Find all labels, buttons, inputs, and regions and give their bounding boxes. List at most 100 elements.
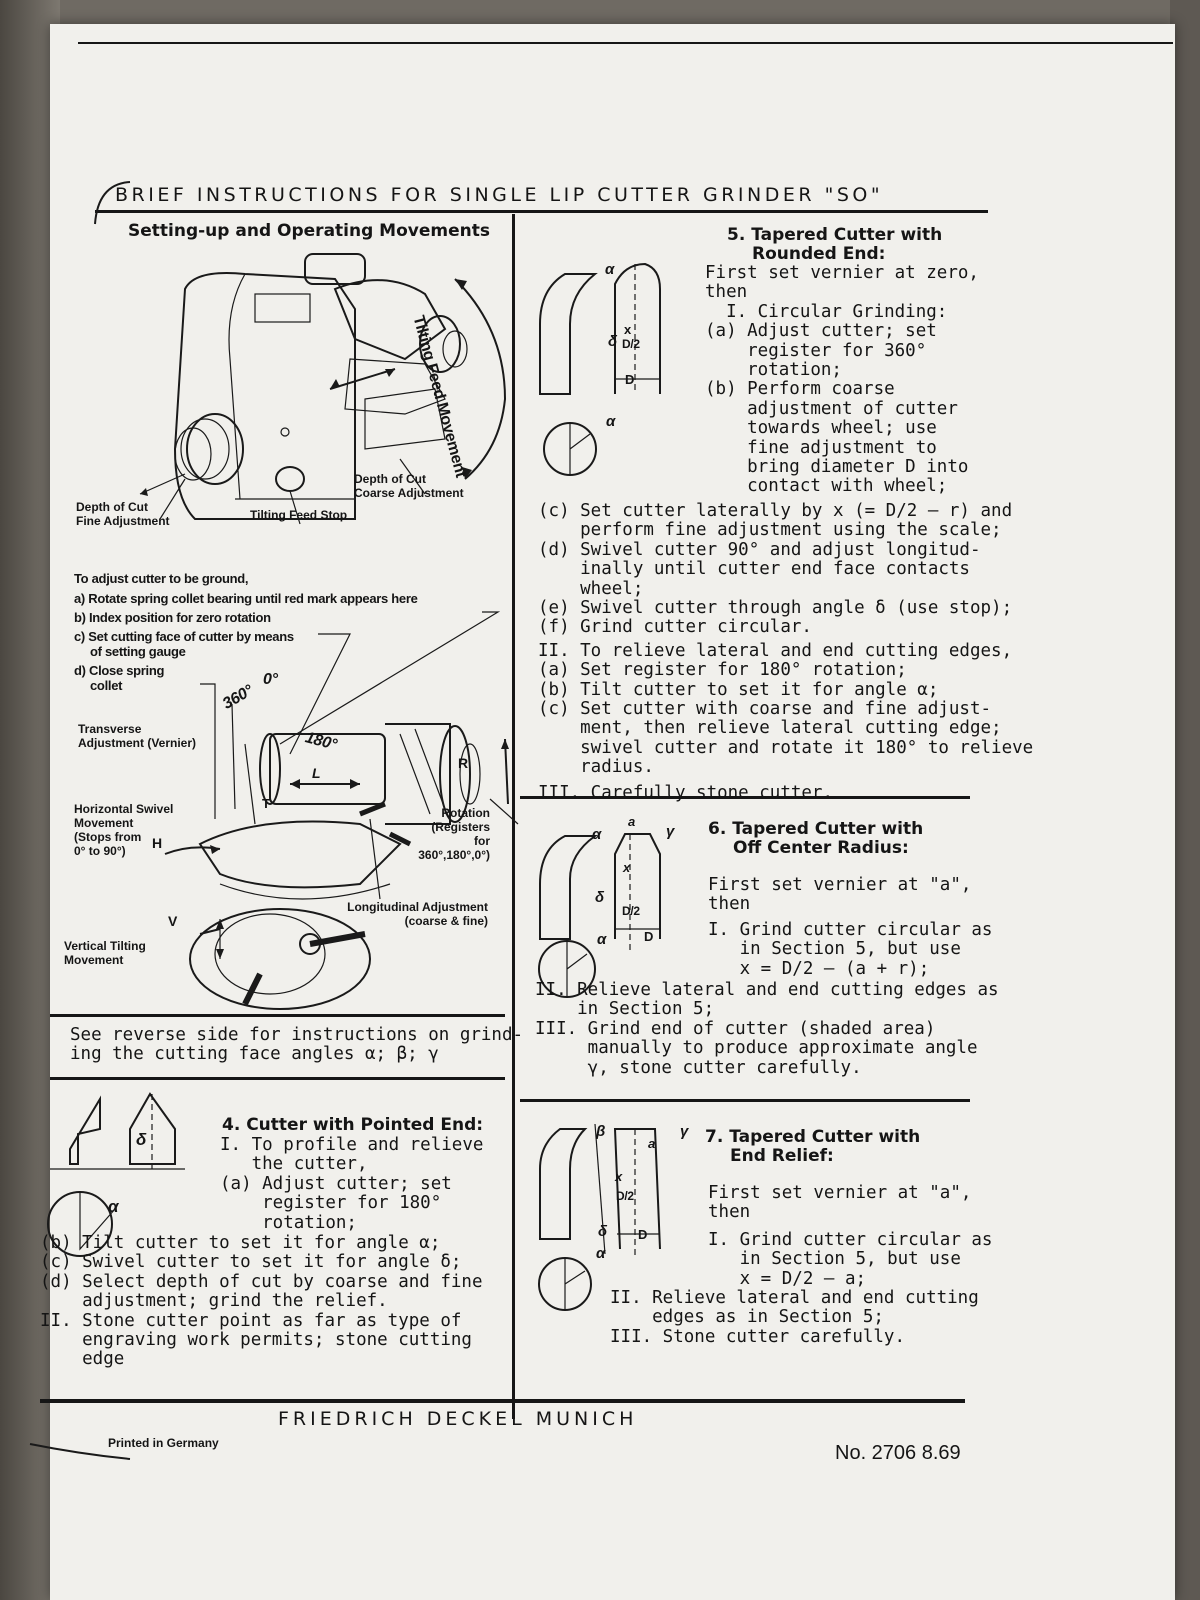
section5-body-full: (c) Set cutter laterally by x (= D/2 – r… <box>538 501 1033 803</box>
horizontal-line1: Horizontal Swivel <box>74 802 174 816</box>
s7-delta-label: δ <box>598 1223 607 1240</box>
left-rule-2 <box>50 1077 505 1080</box>
section4-body-right: I. To profile and relieve the cutter, (a… <box>220 1135 484 1233</box>
transverse-line2: Adjustment (Vernier) <box>78 736 197 750</box>
setup-heading: Setting-up and Operating Movements <box>128 221 490 241</box>
section5-title: 5. Tapered Cutter with Rounded End: <box>727 226 942 264</box>
s5-delta-label: δ <box>608 333 617 350</box>
s4-line-r3: (a) Adjust cutter; set <box>220 1173 452 1194</box>
header-rule <box>95 210 988 213</box>
bottom-corner-curve <box>29 1443 131 1460</box>
s5-line-f9: (a) Set register for 180° rotation; <box>538 660 907 681</box>
depth-coarse-line1: Depth of Cut <box>354 472 426 486</box>
s5-d2-label: D/2 <box>622 337 640 351</box>
adjust-step-c: c) Set cutting face of cutter by means <box>74 629 294 644</box>
s5-line-r4: (a) Adjust cutter; set <box>705 321 937 342</box>
horizontal-line4: 0° to 90°) <box>74 844 126 858</box>
s4-delta-label: δ <box>136 1130 147 1149</box>
s6-d2-label: D/2 <box>622 904 640 918</box>
s4-line-f4: adjustment; grind the relief. <box>40 1291 388 1312</box>
horizontal-line3: (Stops from <box>74 830 142 844</box>
L-label: L <box>312 765 321 781</box>
s6-line-f4: manually to produce approximate angle <box>535 1038 978 1059</box>
vertical-line2: Movement <box>64 953 124 967</box>
adjust-step-b: b) Index position for zero rotation <box>74 610 271 625</box>
s7-title-line1: 7. Tapered Cutter with <box>705 1127 921 1147</box>
section7-title: 7. Tapered Cutter with End Relief: <box>705 1128 920 1166</box>
s5-line-f7: (f) Grind cutter circular. <box>538 617 812 638</box>
longitudinal-line2: (coarse & fine) <box>404 914 488 928</box>
s5-D-label: D <box>625 372 635 387</box>
s4-line-f1: (b) Tilt cutter to set it for angle α; <box>40 1233 441 1253</box>
section5-diagram <box>539 262 661 476</box>
H-label: H <box>152 835 162 851</box>
adjust-step-a: a) Rotate spring collet bearing until re… <box>74 591 418 606</box>
bottom-rule <box>40 1399 965 1403</box>
vertical-tilt-label: Vertical Tilting Movement <box>64 939 146 967</box>
s5-line-f12: ment, then relieve lateral cutting edge; <box>538 718 1002 739</box>
s7-line-4: in Section 5, but use <box>708 1249 961 1270</box>
s6-alpha2-label: α <box>597 931 607 948</box>
section7-diagram <box>538 1123 661 1311</box>
s7-line-8: edges as in Section 5; <box>610 1307 884 1328</box>
s4-line-f3: (d) Select depth of cut by coarse and fi… <box>40 1271 483 1292</box>
s5-line-r5: register for 360° <box>705 340 927 361</box>
s7-line-7: II. Relieve lateral and end cutting <box>610 1288 979 1309</box>
instruction-sheet: BRIEF INSTRUCTIONS FOR SINGLE LIP CUTTER… <box>29 24 1175 1600</box>
s6-line-r4: in Section 5, but use <box>708 939 961 960</box>
header-corner-curve <box>94 181 131 225</box>
s5-line-r11: bring diameter D into <box>705 457 969 478</box>
rotation-line1: Rotation <box>441 806 490 820</box>
machine-illustration <box>139 253 507 525</box>
section4-title: 4. Cutter with Pointed End: <box>222 1115 484 1135</box>
s6-delta-label: δ <box>595 889 604 906</box>
section4-diagram <box>47 1092 185 1257</box>
adjust-step-c2: of setting gauge <box>90 644 186 659</box>
s4-line-f5: II. Stone cutter point as far as type of <box>40 1310 462 1331</box>
s5-alpha2-label: α <box>606 413 616 430</box>
tilting-stop-label: Tilting Feed Stop <box>250 508 348 522</box>
depth-coarse-label: Depth of Cut Coarse Adjustment <box>354 472 464 500</box>
s6-x-label: x <box>623 860 630 875</box>
s6-gamma-label: γ <box>666 823 675 840</box>
depth-coarse-line2: Coarse Adjustment <box>354 486 464 500</box>
s7-line-3: I. Grind cutter circular as <box>708 1229 993 1250</box>
adjust-step-d: d) Close spring <box>74 663 165 678</box>
s6-line-r5: x = D/2 – (a + r); <box>708 958 930 979</box>
s5-line-r2: then <box>705 282 748 303</box>
right-rule-2 <box>520 1099 970 1102</box>
section6-body-full: II. Relieve lateral and end cutting edge… <box>535 980 999 1078</box>
section5-body-right: First set vernier at zero, then I. Circu… <box>705 263 979 497</box>
s6-alpha-label: α <box>592 826 602 843</box>
section6-diagram <box>538 833 661 998</box>
top-scan-line <box>78 42 1173 44</box>
s4-line-f2: (c) Swivel cutter to set it for angle δ; <box>40 1252 462 1273</box>
s6-title-line1: 6. Tapered Cutter with <box>708 819 924 839</box>
s6-line-f1: II. Relieve lateral and end cutting edge… <box>535 980 999 1000</box>
s4-line-r1: I. To profile and relieve <box>220 1135 484 1155</box>
head-illustration <box>164 723 519 1010</box>
s7-D-label: D <box>638 1227 648 1242</box>
s4-line-r4: register for 180° <box>220 1193 442 1214</box>
s5-line-r12: contact with wheel; <box>705 476 948 497</box>
s5-line-f3: (d) Swivel cutter 90° and adjust longitu… <box>538 539 981 560</box>
section4-body-full: (b) Tilt cutter to set it for angle α; (… <box>40 1233 483 1370</box>
longitudinal-line1: Longitudinal Adjustment <box>347 900 488 914</box>
s6-title-line2: Off Center Radius: <box>733 838 909 858</box>
s4-alpha-label: α <box>108 1197 119 1216</box>
s5-line-f2: perform fine adjustment using the scale; <box>538 520 1002 541</box>
section6-body-right: First set vernier at "a", then I. Grind … <box>708 875 992 979</box>
s5-line-f10: (b) Tilt cutter to set it for angle α; <box>538 679 939 700</box>
T-label: T <box>262 796 270 811</box>
s4-line-f7: edge <box>40 1349 125 1370</box>
s5-line-r6: rotation; <box>705 360 842 381</box>
reverse-note-line1: See reverse side for instructions on gri… <box>70 1025 524 1045</box>
s5-line-f1: (c) Set cutter laterally by x (= D/2 – r… <box>538 501 1013 521</box>
s7-line-1: First set vernier at "a", <box>708 1183 972 1203</box>
vertical-line1: Vertical Tilting <box>64 939 146 953</box>
s6-line-f5: γ, stone cutter carefully. <box>535 1057 862 1078</box>
form-number: No. 2706 8.69 <box>835 1442 961 1464</box>
transverse-label: Transverse Adjustment (Vernier) <box>78 722 196 750</box>
s5-alpha-label: α <box>605 261 615 278</box>
adjust-step-d2: collet <box>90 678 123 693</box>
